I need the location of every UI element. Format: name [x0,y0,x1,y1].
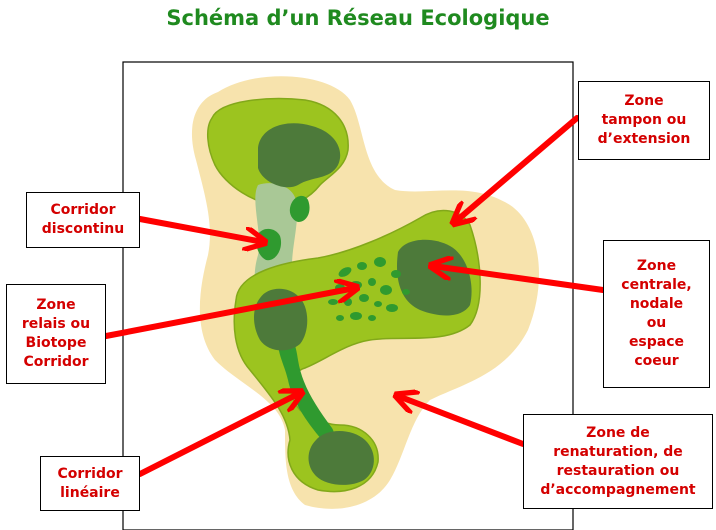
label-relay-zone: Zone relais ou Biotope Corridor [6,284,106,384]
core-zone-upper [258,123,341,188]
arrow-relay-zone [103,288,355,339]
label-restoration-zone: Zone de renaturation, de restauration ou… [523,414,713,509]
arrow-discontinuous-corridor [137,216,263,242]
label-discontinuous-corridor: Corridor discontinu [26,192,140,248]
linear-corridor [278,330,335,442]
label-linear-corridor: Corridor linéaire [40,456,140,511]
patch-upper-small [289,195,310,222]
arrow-restoration-zone [398,396,526,447]
diagram-title: Schéma d’un Réseau Ecologique [166,6,550,30]
arrow-buffer-zone [455,115,580,222]
arrow-core-zone [433,266,606,293]
core-zone-bottom [308,431,374,485]
label-core-zone: Zone centrale, nodale ou espace coeur [603,240,710,388]
arrow-linear-corridor [137,393,300,477]
label-buffer-zone: Zone tampon ou d’extension [578,81,710,160]
